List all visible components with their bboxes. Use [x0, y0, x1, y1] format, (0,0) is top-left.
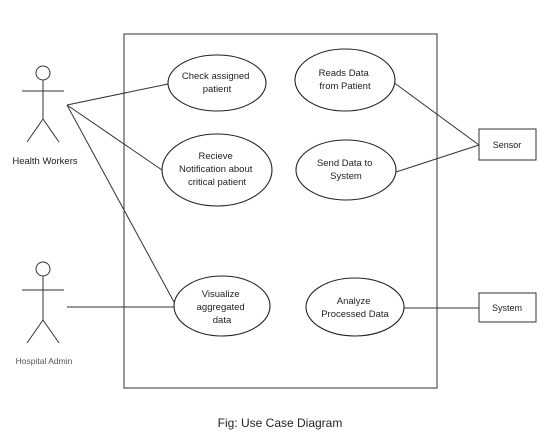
use-case-text: aggregated [197, 302, 245, 313]
actor-hospital-admin: Hospital Admin [16, 261, 73, 366]
system-boundary [123, 33, 438, 389]
external-sensor: Sensor [478, 128, 537, 161]
use-case-text: patient [203, 84, 232, 95]
line-reads-to-sensor [392, 81, 480, 146]
svg-text:Recieve Notification abo: Recieve Notification about critical pati… [179, 151, 255, 188]
svg-text:Check assigned patient: Check assigned patient [182, 71, 252, 95]
use-case-text: critical patient [188, 177, 246, 188]
use-case-receive-notification: Recieve Notification about critical pati… [161, 133, 273, 207]
svg-text:Reads Data from Patient: Reads Data from Patient [319, 68, 372, 92]
use-case-text: System [330, 171, 362, 182]
use-case-text: Analyze [337, 296, 371, 307]
actor-label-health-workers: Health Workers [12, 156, 78, 167]
actor-label-hospital-admin: Hospital Admin [16, 356, 73, 366]
use-case-analyze: Analyze Processed Data [305, 277, 405, 337]
svg-text:Visualize aggregated: Visualize aggregated data [197, 289, 248, 326]
figure-caption: Fig: Use Case Diagram [218, 416, 343, 430]
line-health-to-visualize [66, 104, 175, 303]
actor-health-workers: Health Workers [12, 65, 78, 167]
line-health-to-notification [66, 104, 163, 171]
use-case-send-data: Send Data to System [295, 139, 397, 201]
external-system: System [478, 292, 537, 323]
use-case-text: Check assigned [182, 71, 250, 82]
use-case-text: from Patient [319, 81, 371, 92]
use-case-text: Reads Data [319, 68, 370, 79]
svg-text:Analyze Processed Data: Analyze Processed Data [321, 296, 389, 320]
use-case-check-assigned: Check assigned patient [167, 54, 267, 112]
use-case-text: data [213, 315, 232, 326]
use-case-text: Processed Data [321, 309, 389, 320]
sensor-label: Sensor [493, 140, 522, 150]
system-label: System [492, 303, 522, 313]
use-case-reads-data: Reads Data from Patient [294, 48, 396, 112]
use-case-visualize: Visualize aggregated data [173, 275, 271, 337]
use-case-text: Recieve [199, 151, 233, 162]
line-health-to-check [66, 83, 169, 106]
association-lines [66, 81, 480, 309]
svg-text:Send Data to System: Send Data to System [317, 158, 375, 182]
use-case-text: Notification about [179, 164, 253, 175]
use-case-text: Visualize [202, 289, 240, 300]
use-case-text: Send Data to [317, 158, 372, 169]
line-send-to-sensor [395, 144, 480, 173]
